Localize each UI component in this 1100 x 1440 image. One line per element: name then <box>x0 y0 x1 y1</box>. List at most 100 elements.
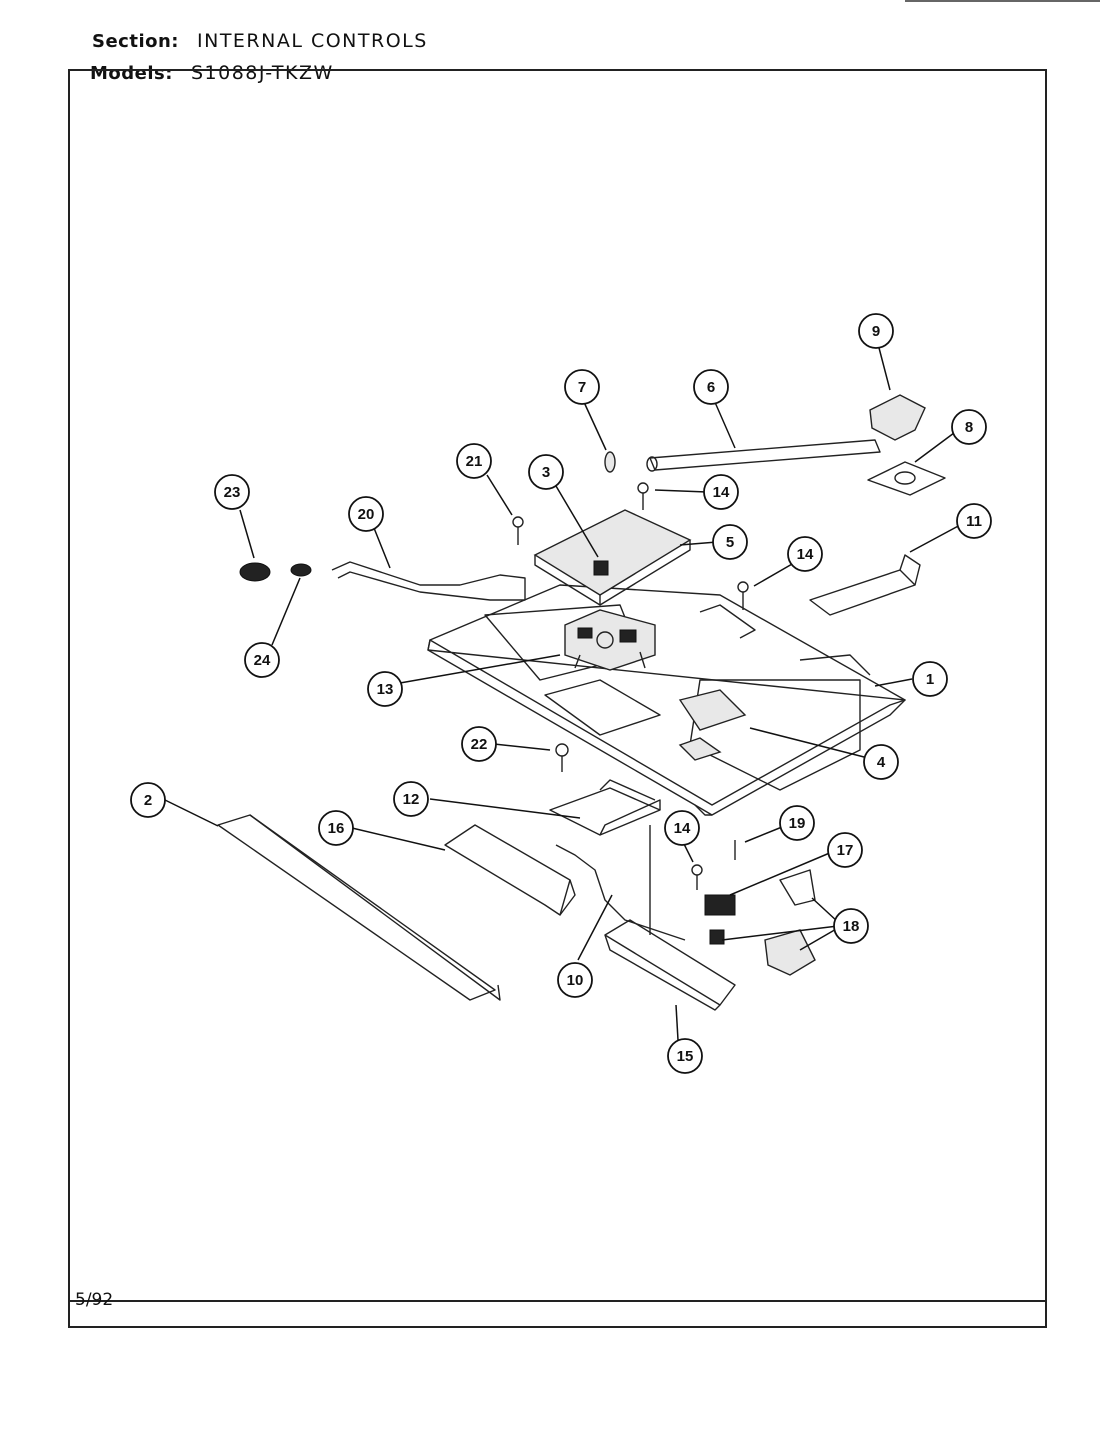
callout-12: 12 <box>393 781 429 817</box>
callout-circle <box>703 474 739 510</box>
callout-4: 4 <box>863 744 899 780</box>
callout-5: 5 <box>712 524 748 560</box>
callout-circle <box>214 474 250 510</box>
callout-circle <box>367 671 403 707</box>
part-2-rail <box>217 814 501 1001</box>
callout-21: 21 <box>456 443 492 479</box>
callout-circle <box>693 369 729 405</box>
callout-circle <box>244 642 280 678</box>
callout-circle <box>318 810 354 846</box>
callout-19: 19 <box>779 805 815 841</box>
callout-2: 2 <box>130 782 166 818</box>
part-13-switch-mechanism <box>564 609 656 671</box>
part-3-indicator <box>593 560 609 576</box>
callout-3: 3 <box>528 454 564 490</box>
callout-11: 11 <box>956 503 992 539</box>
leader-lines <box>164 343 963 1041</box>
callout-number: 21 <box>466 453 483 470</box>
callout-14: 14 <box>703 474 739 510</box>
callout-circle <box>528 454 564 490</box>
callout-number: 16 <box>328 820 345 837</box>
callout-number: 24 <box>254 652 271 669</box>
part-23-spring <box>239 562 271 582</box>
callout-15: 15 <box>667 1038 703 1074</box>
callout-circle <box>557 962 593 998</box>
part-24-spring <box>290 563 312 577</box>
diagram-frame <box>68 69 1047 1328</box>
callout-circle <box>393 781 429 817</box>
callout-circle <box>827 832 863 868</box>
footer-rule <box>68 1300 1047 1302</box>
part-5-plate <box>533 509 692 606</box>
callout-9: 9 <box>858 313 894 349</box>
callout-number: 1 <box>926 671 934 688</box>
part-7-clip <box>604 451 616 473</box>
callout-14: 14 <box>787 536 823 572</box>
models-label: Models: <box>90 63 173 84</box>
callout-13: 13 <box>367 671 403 707</box>
callout-circle <box>664 810 700 846</box>
callout-number: 10 <box>567 972 584 989</box>
part-12-bracket <box>549 779 661 836</box>
callout-10: 10 <box>557 962 593 998</box>
callout-circle <box>461 726 497 762</box>
callout-number: 7 <box>578 379 586 396</box>
callout-circle <box>951 409 987 445</box>
callout-circle <box>712 524 748 560</box>
callout-circle <box>787 536 823 572</box>
screws <box>512 482 749 890</box>
callout-circle <box>456 443 492 479</box>
callout-number: 15 <box>677 1048 694 1065</box>
callout-number: 12 <box>403 791 420 808</box>
footer-date: 5/92 <box>75 1290 114 1310</box>
callout-17: 17 <box>827 832 863 868</box>
callout-18: 18 <box>833 908 869 944</box>
callout-6: 6 <box>693 369 729 405</box>
section-label: Section: <box>92 31 179 52</box>
callout-number: 23 <box>224 484 241 501</box>
part-11-bracket <box>809 554 921 616</box>
callout-number: 5 <box>726 534 734 551</box>
callout-24: 24 <box>244 642 280 678</box>
callout-number: 17 <box>837 842 854 859</box>
callout-circle <box>956 503 992 539</box>
part-9-cover <box>869 394 926 441</box>
callout-circle <box>863 744 899 780</box>
models-value: S1088J-TKZW <box>190 62 334 84</box>
top-edge-rule <box>905 0 1100 2</box>
callout-14: 14 <box>664 810 700 846</box>
callout-16: 16 <box>318 810 354 846</box>
callout-number: 3 <box>542 464 550 481</box>
callout-23: 23 <box>214 474 250 510</box>
callout-number: 14 <box>713 484 730 501</box>
callout-22: 22 <box>461 726 497 762</box>
callout-circle <box>858 313 894 349</box>
callout-circle <box>130 782 166 818</box>
section-value: INTERNAL CONTROLS <box>197 30 428 52</box>
part-20-linkage-rod <box>331 561 526 601</box>
callout-number: 6 <box>707 379 715 396</box>
part-16-bracket <box>444 824 576 916</box>
callout-1: 1 <box>912 661 948 697</box>
callout-number: 13 <box>377 681 394 698</box>
callout-number: 19 <box>789 815 806 832</box>
callout-circle <box>667 1038 703 1074</box>
callout-number: 18 <box>843 918 860 935</box>
part-1-control-tray <box>427 584 906 816</box>
callout-number: 8 <box>965 419 973 436</box>
part-8-gasket <box>867 461 946 496</box>
callout-8: 8 <box>951 409 987 445</box>
callout-number: 9 <box>872 323 880 340</box>
part-10-wire <box>555 825 686 941</box>
section-header: Section: INTERNAL CONTROLS <box>92 30 428 53</box>
callout-7: 7 <box>564 369 600 405</box>
part-6-rod <box>646 439 881 472</box>
callout-number: 2 <box>144 792 152 809</box>
part-17-switch <box>704 894 736 916</box>
callout-number: 14 <box>674 820 691 837</box>
callout-circle <box>564 369 600 405</box>
callout-circle <box>912 661 948 697</box>
callout-number: 22 <box>471 736 488 753</box>
